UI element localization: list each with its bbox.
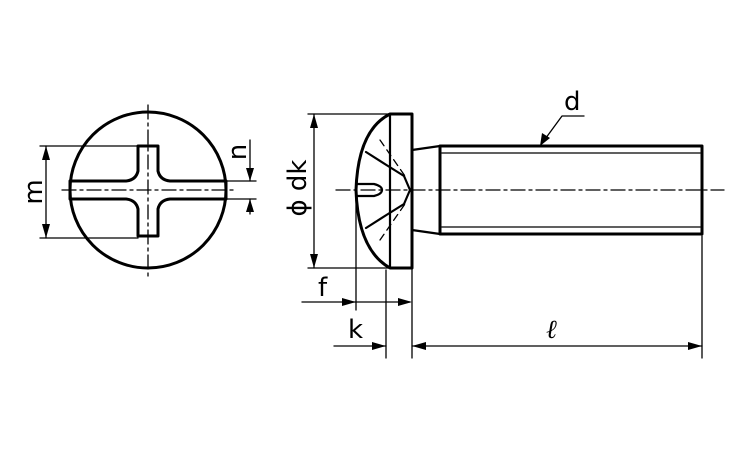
- f-arrow-left: [342, 298, 356, 306]
- dk-arrow-bottom: [310, 254, 318, 268]
- m-arrow-bottom: [42, 224, 50, 238]
- d-label: d: [564, 87, 581, 117]
- dimension-l: ℓ: [411, 235, 703, 359]
- l-label: ℓ: [546, 315, 557, 345]
- m-arrow-top: [42, 146, 50, 160]
- recess-hidden-top: [379, 139, 406, 177]
- d-arrow: [540, 133, 550, 146]
- dimension-m: m: [19, 145, 139, 239]
- dimension-n: n: [223, 139, 257, 215]
- f-label: f: [318, 273, 328, 303]
- head-front-view: [61, 104, 237, 277]
- n-label: n: [223, 144, 253, 160]
- dimension-f: f: [301, 195, 413, 359]
- dimension-d: d: [539, 87, 585, 147]
- neck-fillet: [410, 144, 442, 236]
- n-arrow-top: [246, 168, 254, 181]
- screw-side-view: [335, 112, 725, 270]
- dk-arrow-top: [310, 114, 318, 128]
- recess-hidden-bottom: [379, 203, 406, 241]
- k-arrow-left: [372, 342, 386, 350]
- d-leader-line: [539, 115, 585, 147]
- k-label: k: [348, 315, 363, 345]
- dk-label: ϕ dk: [283, 160, 313, 217]
- recess-outline: [364, 150, 412, 230]
- dimension-dk: ϕ dk: [283, 113, 391, 269]
- cross-recess: [68, 144, 228, 238]
- dimension-k: k: [333, 269, 426, 359]
- f-arrow-right: [398, 298, 412, 306]
- m-label: m: [19, 179, 49, 204]
- l-arrow-right: [688, 342, 702, 350]
- head-dome: [354, 112, 414, 270]
- n-arrow-bottom: [246, 199, 254, 212]
